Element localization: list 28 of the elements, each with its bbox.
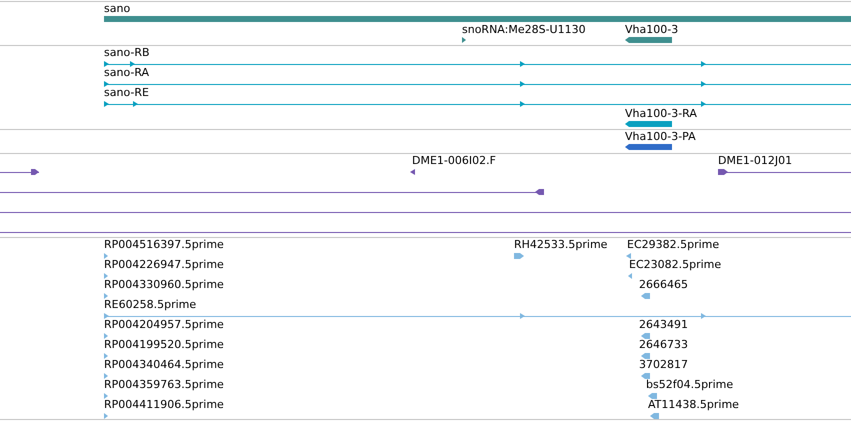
feature-label: DME1-006I02.F xyxy=(412,154,496,167)
feature-label: bs52f04.5prime xyxy=(646,378,734,391)
feature-label: RP004199520.5prime xyxy=(104,338,224,351)
feature-label: RH42533.5prime xyxy=(514,238,608,251)
feature-label: 2666465 xyxy=(639,278,688,291)
feature-label: 2646733 xyxy=(639,338,688,351)
feature-label: 3702817 xyxy=(639,358,688,371)
feature-label: sano xyxy=(104,2,130,15)
feature-label: 2643491 xyxy=(639,318,688,331)
feature-label: RP004330960.5prime xyxy=(104,278,224,291)
feature-label: sano-RE xyxy=(104,86,149,99)
feature-label: RP004340464.5prime xyxy=(104,358,224,371)
feature-label: Vha100-3-PA xyxy=(625,130,696,143)
feature-label: sano-RA xyxy=(104,66,150,79)
feature-label: Vha100-3 xyxy=(625,23,678,36)
feature-label: RE60258.5prime xyxy=(104,298,196,311)
feature-label: AT11438.5prime xyxy=(648,398,739,411)
feature-label: EC29382.5prime xyxy=(627,238,720,251)
feature-label: DME1-012J01 xyxy=(718,154,792,167)
feature-label: RP004411906.5prime xyxy=(104,398,224,411)
feature-label: RP004359763.5prime xyxy=(104,378,224,391)
feature-label: sano-RB xyxy=(104,46,150,59)
feature-label: RP004204957.5prime xyxy=(104,318,224,331)
feature-label: EC23082.5prime xyxy=(629,258,722,271)
feature-label: RP004226947.5prime xyxy=(104,258,224,271)
feature-label: RP004516397.5prime xyxy=(104,238,224,251)
feature-label: Vha100-3-RA xyxy=(625,107,697,120)
feature-label: snoRNA:Me28S-U1130 xyxy=(462,23,586,36)
